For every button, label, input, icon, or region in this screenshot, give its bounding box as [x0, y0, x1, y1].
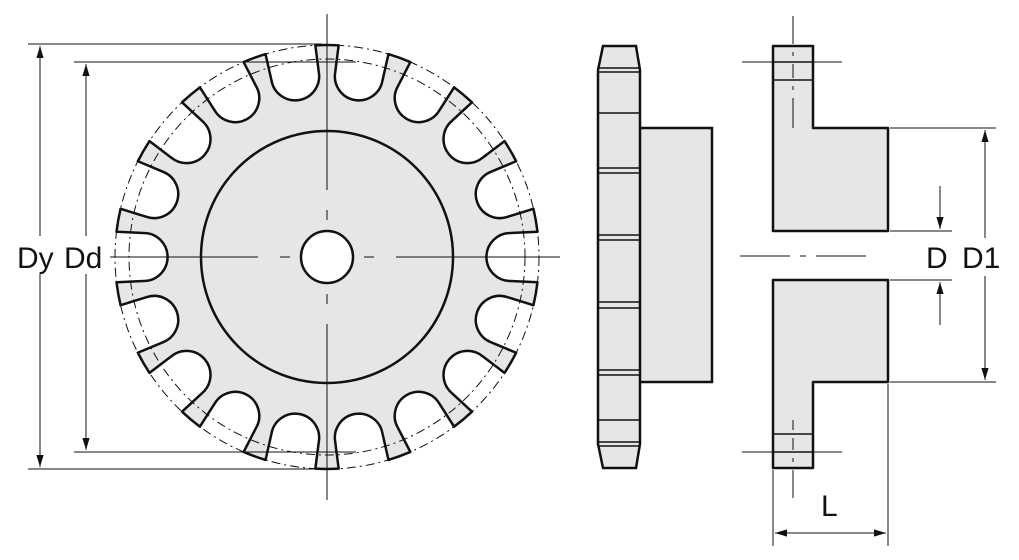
dy-label: Dy: [17, 242, 54, 275]
edge-hub: [634, 126, 714, 384]
section-lower-half: [771, 278, 890, 470]
section-upper-half: [771, 44, 890, 233]
l-label: L: [821, 490, 838, 523]
edge-view: [596, 44, 714, 470]
centerlines-section: [740, 16, 866, 498]
edge-teeth-outline: [596, 44, 642, 470]
dd-label: Dd: [64, 242, 102, 275]
bore-circle: [299, 229, 355, 285]
front-view: [108, 14, 560, 500]
d1-label: D1: [962, 242, 1000, 275]
d-label: D: [926, 242, 948, 275]
section-view: [740, 16, 890, 498]
centerlines-front: [108, 14, 560, 500]
